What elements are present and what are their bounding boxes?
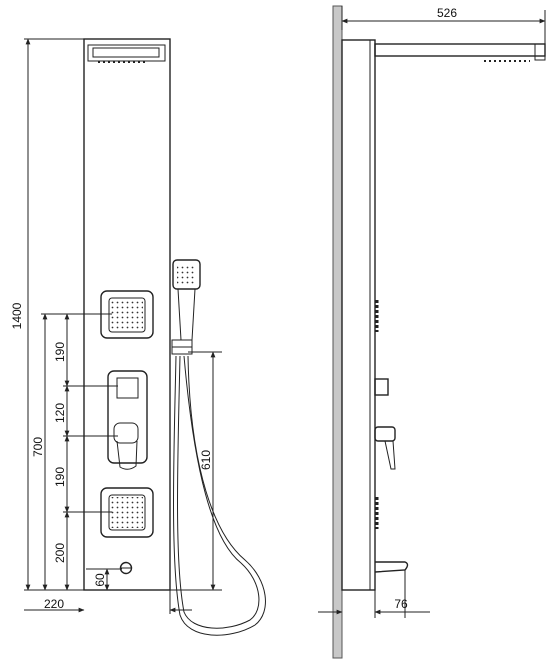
rain-head-side-icon	[374, 43, 546, 62]
spout-side-icon	[374, 561, 409, 573]
wall	[332, 5, 343, 659]
spout-icon	[119, 561, 133, 575]
shower-hose-icon	[173, 355, 266, 636]
hand-shower-icon	[171, 259, 201, 355]
side-extension-lines	[341, 6, 546, 618]
dim-label-head-projection: 526	[437, 6, 457, 20]
dim-label-mixer-spacing: 120	[53, 403, 67, 423]
dim-label-spout-projection: 76	[394, 597, 408, 611]
dim-label-bottom-jet-height: 200	[53, 543, 67, 563]
dim-label-lower-jet-spacing: 190	[53, 467, 67, 487]
extension-lines	[24, 38, 222, 614]
front-view: 1400 190 120 700 190 200 60 220 610	[10, 38, 266, 636]
mixer-side-icon	[374, 378, 396, 470]
dim-label-upper-jet-spacing: 190	[53, 342, 67, 362]
dim-label-panel-width: 220	[44, 597, 64, 611]
dimension-lines	[24, 38, 216, 613]
rain-head-icon	[87, 44, 166, 63]
side-view: 526 76	[318, 5, 546, 659]
side-dimension-lines	[318, 18, 546, 615]
dim-label-spout-height: 60	[93, 573, 107, 587]
panel-profile	[341, 39, 376, 591]
dim-label-holder-height: 610	[199, 450, 213, 470]
mixer-valve-icon	[107, 370, 148, 470]
dim-label-total-height: 1400	[10, 302, 24, 329]
dim-label-lower-overall: 700	[31, 437, 45, 457]
